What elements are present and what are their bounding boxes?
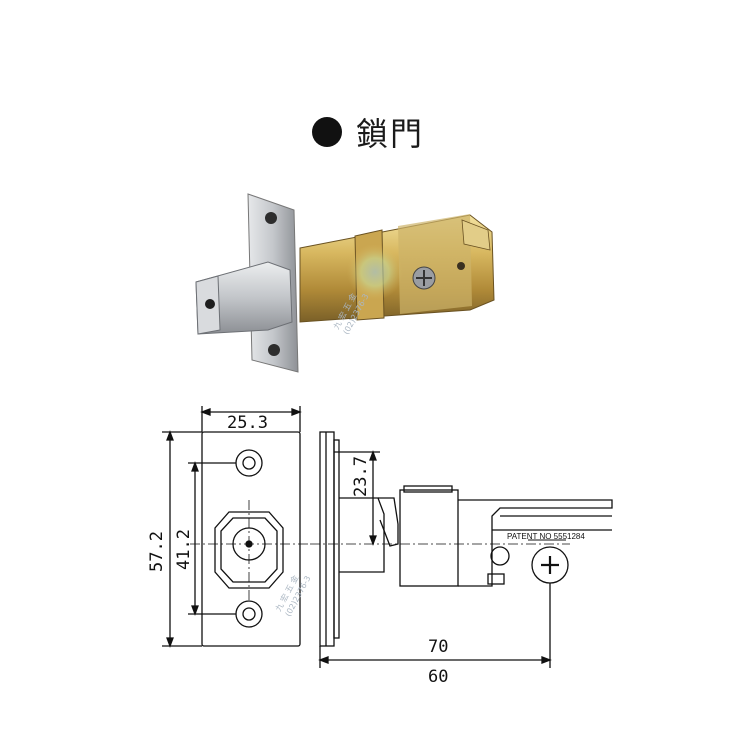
dim-hole-spacing: 41.2 — [174, 461, 236, 616]
svg-text:23.7: 23.7 — [351, 456, 371, 497]
dim-center-offset: 23.7 — [334, 450, 380, 546]
side-view: PATENT NO 5551284 — [310, 431, 613, 647]
bullet-icon — [312, 117, 342, 147]
svg-text:41.2: 41.2 — [174, 529, 194, 570]
section-heading: 鎖門 — [312, 112, 425, 153]
svg-text:25.3: 25.3 — [227, 413, 268, 433]
svg-text:60: 60 — [428, 667, 448, 687]
dim-plate-height: 57.2 — [147, 430, 202, 648]
dim-length-60: 60 — [428, 667, 448, 687]
latch-body — [299, 214, 495, 323]
dim-plate-width: 25.3 — [200, 406, 302, 433]
svg-text:57.2: 57.2 — [147, 531, 167, 572]
bolt — [195, 261, 293, 335]
dim-length-70: 70 — [318, 583, 552, 668]
svg-text:70: 70 — [428, 637, 448, 657]
patent-label: PATENT NO 5551284 — [507, 532, 585, 541]
heading-text: 鎖門 — [356, 115, 425, 153]
